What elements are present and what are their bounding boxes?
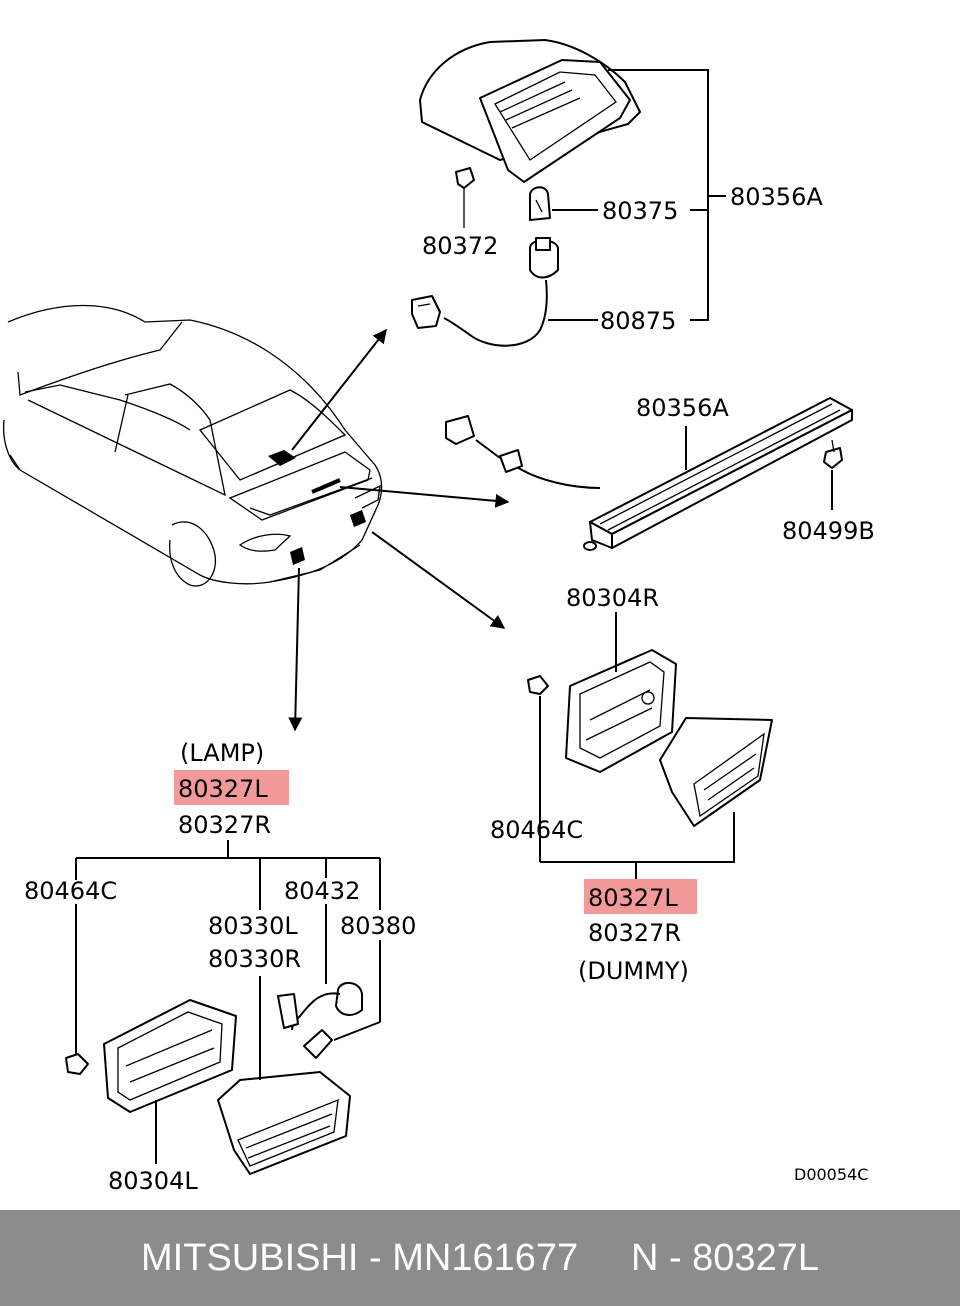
lamp-lens-80330: [217, 976, 351, 1175]
spoiler-lamp-80356a: [445, 397, 853, 551]
label-80464c-right: 80464C: [490, 816, 583, 844]
label-diagram-code: D00054C: [794, 1165, 868, 1184]
socket-harness-80875: [411, 237, 598, 347]
label-80375: 80375: [602, 197, 678, 225]
socket-80432: [277, 904, 363, 1031]
arrow-to-dummy: [371, 531, 506, 629]
label-80330l: 80330L: [208, 912, 298, 940]
label-80499b: 80499B: [782, 517, 875, 545]
bulb-80375: [529, 186, 598, 221]
highlight-dummy: [584, 879, 697, 914]
bracket-dummy: [540, 812, 735, 863]
label-80356a-mid: 80356A: [636, 394, 729, 422]
footer-part-text: MITSUBISHI - MN161677 N - 80327L: [141, 1236, 819, 1279]
label-lamp-caption: (LAMP): [180, 739, 264, 767]
screw-80464c-left: [65, 904, 89, 1075]
arrow-to-spoiler-lamp: [339, 486, 510, 508]
label-80875: 80875: [600, 307, 676, 335]
label-80304l: 80304L: [108, 1167, 198, 1195]
label-dummy-caption: (DUMMY): [578, 957, 689, 985]
bulb-80380: [303, 940, 381, 1059]
label-80304r: 80304R: [566, 584, 659, 612]
label-80356a-top: 80356A: [730, 183, 823, 211]
lamp-housing-80304l: [103, 999, 237, 1164]
label-dummy-80327l: 80327L: [588, 884, 678, 912]
label-80432: 80432: [284, 877, 360, 905]
high-mount-stop-lamp: [419, 39, 641, 183]
parts-diagram: 80356A 80375 80372 80875 80356A 80499B 8…: [2, 39, 875, 1195]
label-80372: 80372: [422, 232, 498, 260]
dummy-lens-80327: [659, 717, 773, 827]
car-illustration: [2, 304, 383, 587]
clip-80372: [455, 167, 475, 228]
footer-bar: MITSUBISHI - MN161677 N - 80327L: [0, 1210, 960, 1306]
label-80464c-left: 80464C: [24, 877, 117, 905]
label-lamp-80327r: 80327R: [178, 811, 271, 839]
label-lamp-80327l: 80327L: [178, 775, 268, 803]
label-80330r: 80330R: [208, 945, 301, 973]
label-80380: 80380: [340, 912, 416, 940]
label-dummy-80327r: 80327R: [588, 919, 681, 947]
arrow-to-high-mount-lamp: [291, 328, 387, 451]
arrow-to-lamp: [288, 567, 303, 732]
screw-80464c-right: [527, 675, 549, 862]
screw-80499b: [823, 439, 843, 510]
dummy-housing-80304r: [565, 612, 677, 773]
highlight-lamp: [174, 770, 289, 805]
